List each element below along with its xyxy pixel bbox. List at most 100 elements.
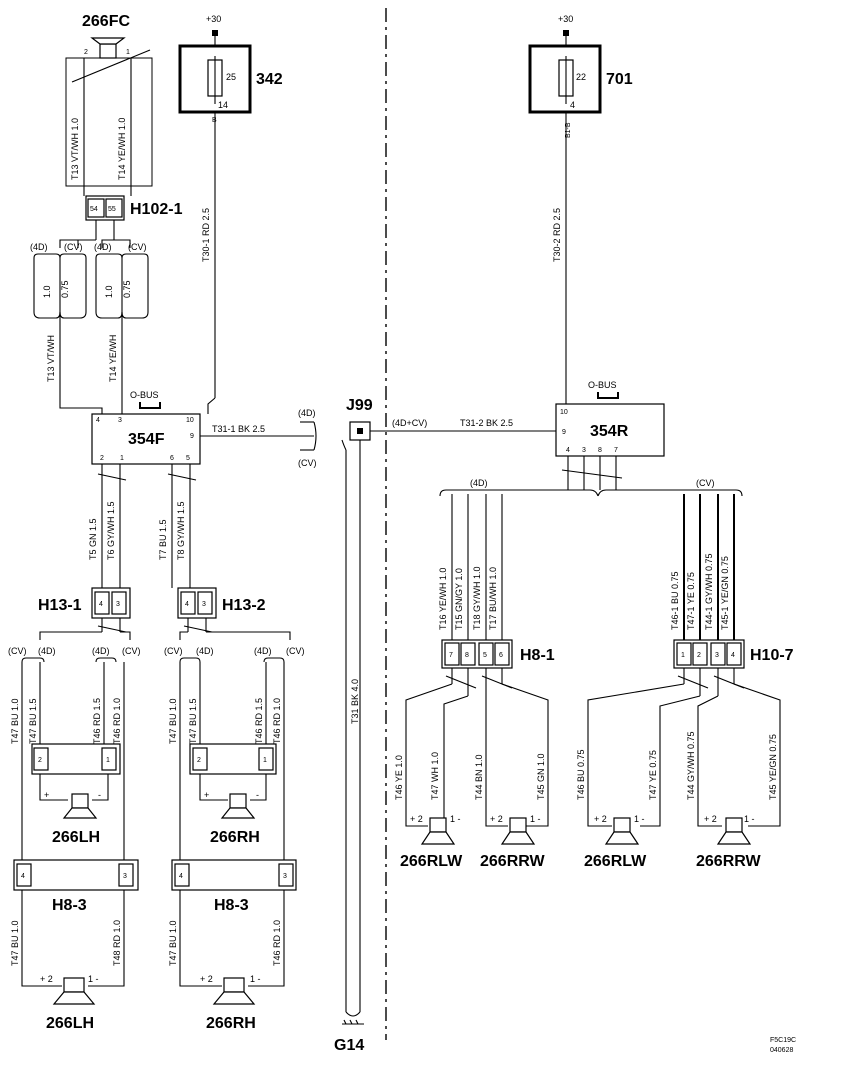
rlw-wire-t46: T46 YE 1.0 [394,755,404,800]
266lh-woofer-minus: 1 - [88,974,99,984]
266rrw-a-speaker-icon [500,817,536,845]
354f-pin-4: 4 [96,417,100,424]
rh-wire-t47-15: T47 BU 1.5 [188,698,198,744]
j99-opt-cv: (CV) [298,458,317,468]
354r-pin-7: 7 [614,447,618,454]
wire-t8: T8 GY/WH 1.5 [176,501,186,560]
266lh-woofer-label: 266LH [46,1015,94,1032]
size-075-b: 0.75 [122,280,132,298]
354r-bus-label: O-BUS [588,380,617,390]
opt-4d-a: (4D) [30,242,48,252]
footer-code-2: 040628 [770,1047,793,1054]
wire-t31-main: T31 BK 4.0 [350,679,360,724]
rh-opt-4d-a: (4D) [196,646,214,656]
lh-wire-t47-15: T47 BU 1.5 [28,698,38,744]
266rh-tweeter-label: 266RH [210,829,260,846]
266rrw-a-label: 266RRW [480,853,546,870]
266rh-woofer-minus: 1 - [250,974,261,984]
wire-t17: T17 BU/WH 1.0 [488,567,498,630]
266rh-minus: - [256,790,259,800]
266rlw-a-speaker-icon [420,817,456,845]
fuse-701-pin-top: 22 [576,72,586,82]
rrw-a-plus: + 2 [490,814,503,824]
speaker-fc-label: 266FC [82,13,130,30]
speaker-fc-pin-b: 1 [126,49,130,56]
wire-t14-top: T14 YE/WH 1.0 [117,118,127,180]
354r-pin-9: 9 [562,429,566,436]
rear-opt-cv: (CV) [696,478,715,488]
rlw-a-plus: + 2 [410,814,423,824]
power-terminal-left [212,30,218,36]
rlw-b-plus: + 2 [594,814,607,824]
266rlw-b-label: 266RLW [584,853,647,870]
266lh-woofer-plus: + 2 [40,974,53,984]
lh-opt-4d-a: (4D) [38,646,56,656]
fuse-701-out: B1-B [565,122,572,138]
wire-t18: T18 GY/WH 1.0 [472,566,482,630]
354f-pin-10: 10 [186,417,194,424]
rh-wire-t46-10: T46 RD 1.0 [272,698,282,744]
rear-opt-4d: (4D) [470,478,488,488]
rh-wire-t46-15: T46 RD 1.5 [254,698,264,744]
lh-opt-4d-b: (4D) [92,646,110,656]
wire-t30-2: T30-2 RD 2.5 [552,208,562,262]
wire-t46-1: T46-1 BU 0.75 [670,571,680,630]
opt-cv-b: (CV) [128,242,147,252]
wire-t7: T7 BU 1.5 [158,519,168,560]
h8-1-pin-6: 6 [499,652,503,659]
wire-t31-2: T31-2 BK 2.5 [460,418,513,428]
266lh-woofer-icon [52,977,96,1005]
266rh-pin-2: 2 [197,757,201,764]
opt-4d-b: (4D) [94,242,112,252]
rh-opt-cv-a: (CV) [164,646,183,656]
rlw-wire-t47: T47 WH 1.0 [430,752,440,800]
354r-pin-8: 8 [598,447,602,454]
rlw-b-wire-t47: T47 YE 0.75 [648,750,658,800]
rh-wire-t46-bottom: T46 RD 1.0 [272,920,282,966]
speaker-fc-pin-a: 2 [84,49,88,56]
h8-3-right-pin-3: 3 [283,873,287,880]
h8-3-left-label: H8-3 [52,897,87,914]
lh-wire-t46-10: T46 RD 1.0 [112,698,122,744]
266rrw-b-label: 266RRW [696,853,762,870]
lh-wire-t48-bottom: T48 RD 1.0 [112,920,122,966]
266lh-pin-1: 1 [106,757,110,764]
266lh-plus: + [44,790,49,800]
266rh-woofer-icon [212,977,256,1005]
rh-wire-t47-10: T47 BU 1.0 [168,698,178,744]
266rh-tweeter-icon [220,793,256,819]
size-10-a: 1.0 [42,285,52,298]
module-354r-label: 354R [590,423,629,440]
rh-wire-t47-bottom: T47 BU 1.0 [168,920,178,966]
rh-opt-cv-b: (CV) [286,646,305,656]
266rh-woofer-plus: + 2 [200,974,213,984]
354r-pin-10: 10 [560,409,568,416]
h8-1-pin-5: 5 [483,652,487,659]
266lh-pin-2: 2 [38,757,42,764]
h13-1-pin-4: 4 [99,601,103,608]
fuse-342-pin-top: 25 [226,72,236,82]
fuse-701-box [528,44,602,114]
j99-opt-4d: (4D) [298,408,316,418]
opt-cv-a: (CV) [64,242,83,252]
plus30-left: +30 [206,14,221,24]
h13-1-pin-3: 3 [116,601,120,608]
j99-label: J99 [346,397,373,414]
354r-pin-3: 3 [582,447,586,454]
h8-3-right-label: H8-3 [214,897,249,914]
power-terminal-right [563,30,569,36]
ground-g14-label: G14 [334,1037,364,1054]
wire-t13-low: T13 VT/WH [46,335,56,382]
h8-3-left-connector [13,859,139,891]
h8-3-left-pin-3: 3 [123,873,127,880]
wire-t45-1: T45-1 YE/GN 0.75 [720,556,730,630]
266rlw-a-label: 266RLW [400,853,463,870]
wire-t16: T16 YE/WH 1.0 [438,568,448,630]
rlw-a-minus: 1 - [450,814,461,824]
lh-wire-t46-15: T46 RD 1.5 [92,698,102,744]
h102-label: H102-1 [130,201,183,218]
266rlw-b-speaker-icon [604,817,640,845]
fuse-701-pin-bottom: 4 [570,100,575,110]
h8-3-left-pin-4: 4 [21,873,25,880]
